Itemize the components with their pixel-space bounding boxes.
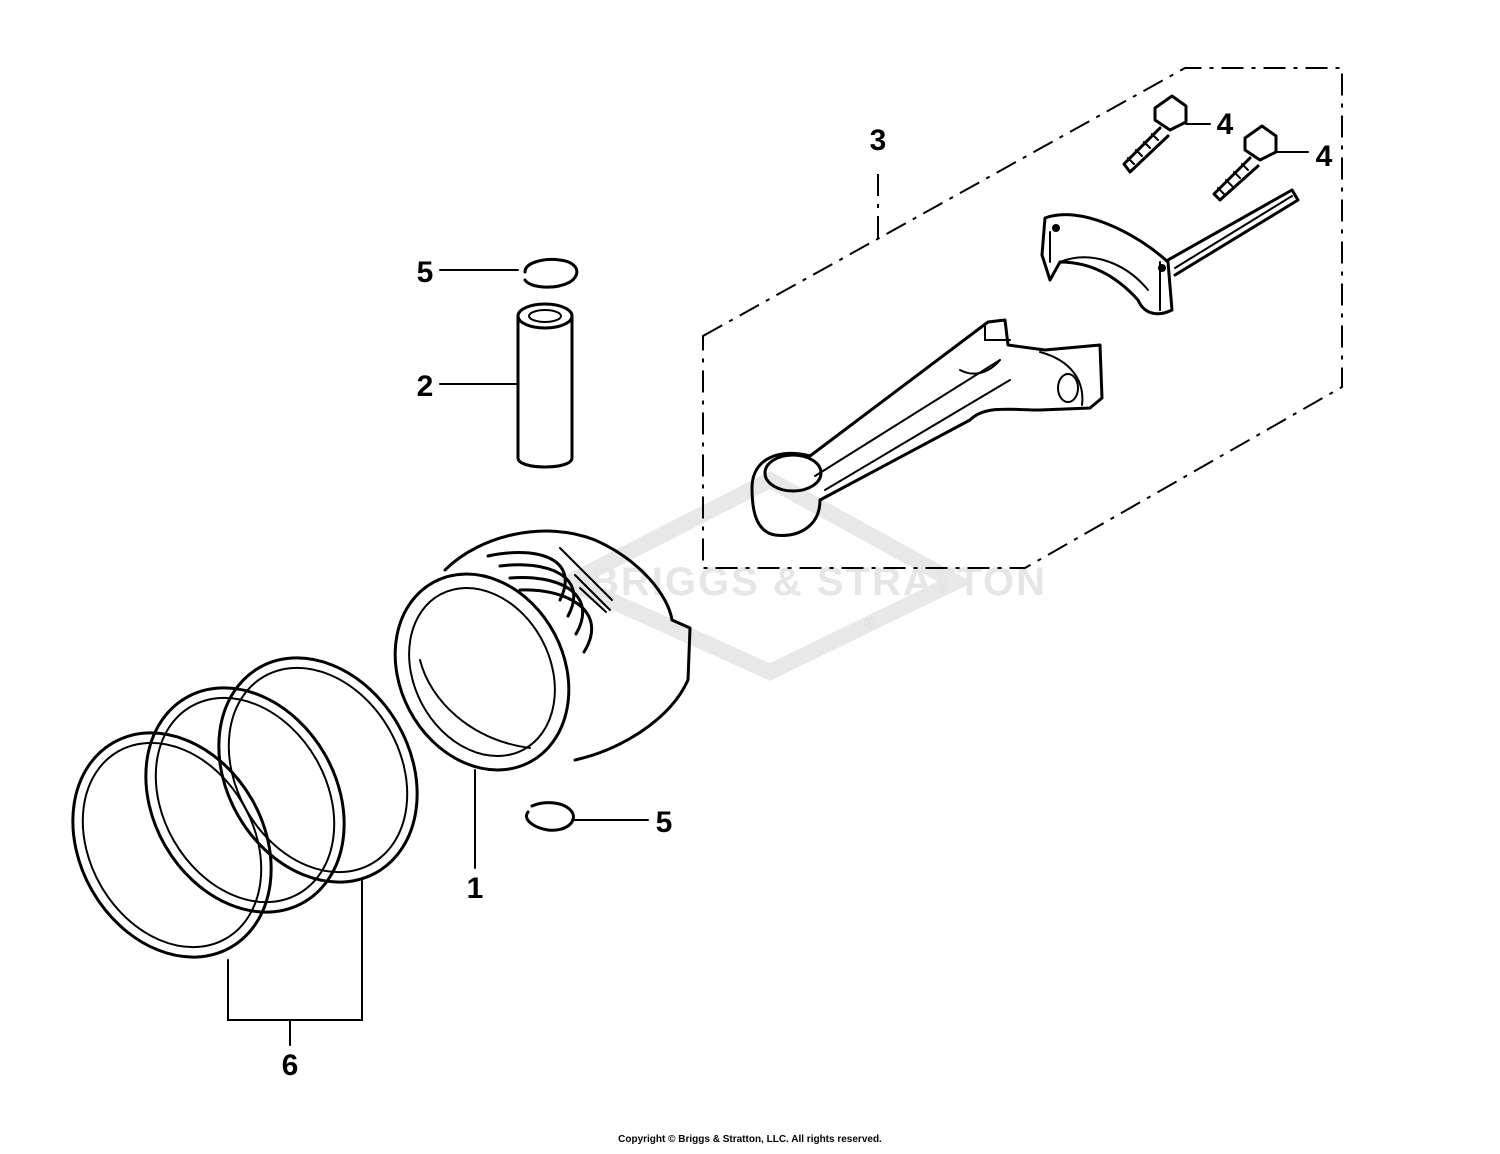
rod-cap xyxy=(1040,188,1300,316)
callout-3: 3 xyxy=(870,124,887,157)
connecting-rod-assembly-boundary xyxy=(702,67,1343,569)
pin-clip-bottom-part xyxy=(525,801,575,832)
pin-clip-top-part xyxy=(523,258,579,289)
watermark-text: BRIGGS & STRATTON xyxy=(590,560,1047,604)
piston-part xyxy=(393,529,692,772)
callout-5-top: 5 xyxy=(417,256,434,289)
callout-4-right: 4 xyxy=(1316,140,1333,173)
callout-5-bottom: 5 xyxy=(656,806,673,839)
callout-6: 6 xyxy=(282,1049,299,1082)
copyright-footer: Copyright © Briggs & Stratton, LLC. All … xyxy=(618,1134,882,1145)
callout-4-left: 4 xyxy=(1217,108,1234,141)
callout-2: 2 xyxy=(417,370,434,403)
connecting-rod xyxy=(750,318,1104,537)
leader-lines xyxy=(227,123,1309,1046)
callout-1: 1 xyxy=(467,872,484,905)
rod-bolt-left-part xyxy=(1122,94,1188,174)
watermark-logo: BRIGGS & STRATTON ® xyxy=(551,470,1047,681)
piston-pin-part xyxy=(516,302,574,469)
watermark-registered-mark: ® xyxy=(864,615,875,631)
piston-ring-set-part xyxy=(71,656,419,959)
